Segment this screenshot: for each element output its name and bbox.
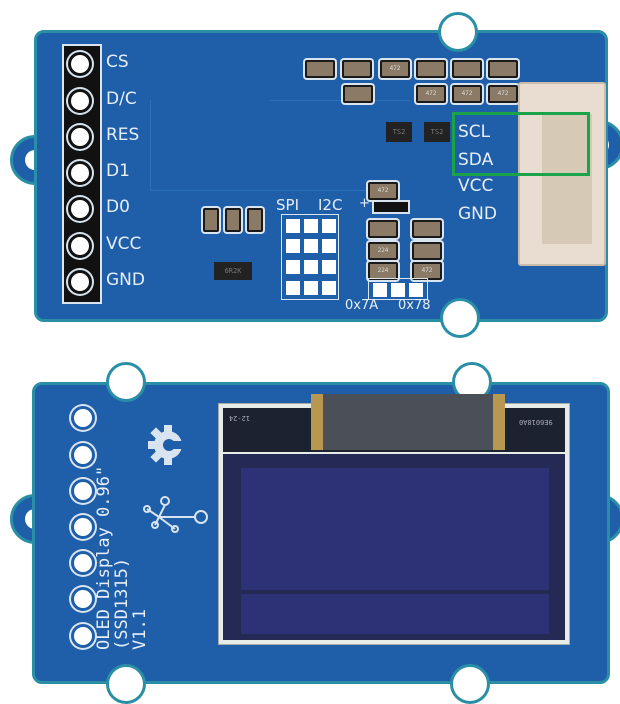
smd-component: 472	[380, 60, 410, 78]
pin-label: D/C	[106, 89, 137, 109]
top-notch	[438, 12, 478, 52]
pin-hole	[71, 587, 95, 611]
pin-label: GND	[106, 270, 145, 290]
oled-screen	[223, 454, 565, 640]
board-version: V1.1	[130, 609, 150, 650]
grove-pin-label: GND	[458, 204, 497, 224]
address-label-7a: 0x7A	[345, 298, 379, 313]
smd-component	[343, 85, 373, 103]
grove-network-icon	[135, 495, 215, 539]
smd-component	[412, 242, 442, 260]
smd-component	[416, 60, 446, 78]
seeed-gear-logo-icon	[148, 425, 188, 465]
grove-pin-label: SDA	[458, 150, 494, 170]
pin-label: VCC	[106, 234, 142, 254]
bottom-notch	[450, 664, 490, 704]
display-serial-code: 9E6018A0	[519, 418, 553, 426]
highlight-box-i2c-pins	[452, 112, 590, 176]
pin-hole	[71, 406, 95, 430]
smd-component	[247, 208, 263, 232]
transistor: TS2	[424, 122, 450, 142]
smd-component	[412, 220, 442, 238]
smd-component	[452, 60, 482, 78]
smd-component	[368, 220, 398, 238]
address-jumper-block	[368, 278, 428, 300]
smd-component	[225, 208, 241, 232]
regulator: 6R2K	[214, 262, 252, 280]
spi-label: SPI	[276, 196, 299, 214]
display-date-code: 12-24	[229, 414, 251, 422]
board-chip: (SSD1315)	[112, 557, 132, 650]
pin-hole	[68, 234, 92, 258]
board-title: OLED Display 0.96"	[94, 465, 114, 650]
smd-component: 472	[488, 85, 518, 103]
pin-hole	[68, 270, 92, 294]
smd-component	[342, 60, 372, 78]
smd-component	[488, 60, 518, 78]
smd-component	[203, 208, 219, 232]
i2c-label: I2C	[318, 196, 343, 214]
pin-hole	[71, 551, 95, 575]
pin-hole	[71, 479, 95, 503]
transistor: TS2	[386, 122, 412, 142]
smd-component: 472	[452, 85, 482, 103]
flex-cable	[311, 394, 505, 450]
top-notch	[106, 362, 146, 402]
pin-hole	[68, 197, 92, 221]
smd-component	[305, 60, 335, 78]
grove-pin-label: SCL	[458, 122, 491, 142]
bottom-notch	[106, 664, 146, 704]
pin-label: RES	[106, 125, 140, 145]
smd-component: 472	[368, 182, 398, 200]
oled-display-module: 12-24 9E6018A0	[218, 394, 570, 645]
pin-hole	[68, 52, 92, 76]
pin-hole	[71, 515, 95, 539]
pin-label: CS	[106, 52, 129, 72]
trace	[150, 100, 381, 191]
trace	[270, 60, 410, 101]
board-silkscreen: OLED Display 0.96" (SSD1315) V1.1	[94, 465, 150, 650]
pin-hole	[68, 89, 92, 113]
polarity-mark: +	[359, 196, 370, 211]
smd-component: 224	[368, 262, 398, 280]
pin-label: D0	[106, 197, 130, 217]
smd-component: 472	[416, 85, 446, 103]
diode	[372, 200, 410, 214]
pin-hole	[68, 161, 92, 185]
bottom-notch	[440, 298, 480, 338]
grove-pin-label: VCC	[458, 176, 494, 196]
address-label-78: 0x78	[398, 298, 431, 313]
pin-label: D1	[106, 161, 130, 181]
smd-component: 224	[368, 242, 398, 260]
pin-hole	[68, 125, 92, 149]
pin-hole	[71, 443, 95, 467]
interface-jumper-block	[281, 214, 339, 300]
pin-hole	[71, 624, 95, 648]
